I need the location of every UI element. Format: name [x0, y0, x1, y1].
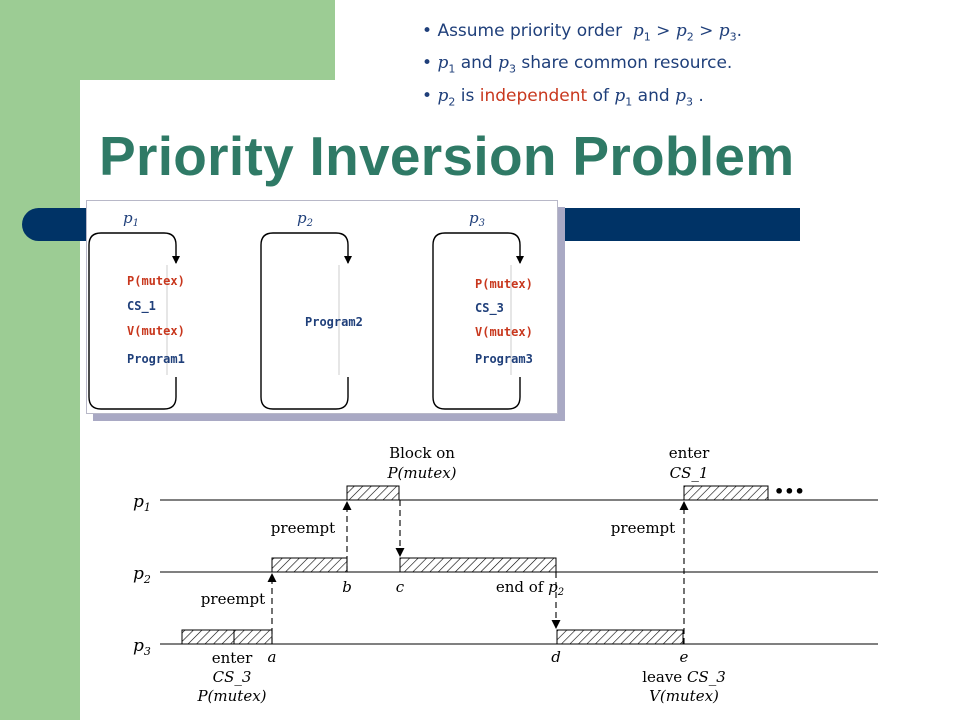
bullet-text: is [455, 85, 480, 106]
var-p: p [498, 53, 510, 74]
p3-name: p [469, 209, 479, 227]
row-p2-name: p [133, 564, 144, 584]
bullet-independent: • p2 is independent of p1 and p3 . [422, 85, 704, 109]
highlight-independent: independent [479, 85, 588, 106]
gt-sign: > [693, 21, 719, 41]
var-sub: 2 [448, 95, 456, 109]
p2-exec-block-1 [271, 557, 348, 573]
var-p: p [632, 21, 644, 41]
p2-exec-block-2 [399, 557, 557, 573]
label-block-on: Block on [389, 444, 455, 462]
var-sub: 3 [685, 95, 693, 109]
label-enter-cs3-b: CS_3 [213, 668, 252, 686]
period: . [692, 85, 704, 106]
label-end-of-p: p [548, 578, 558, 596]
label-preempt-b: preempt [271, 519, 335, 537]
p3-v-mutex: V(mutex) [475, 325, 533, 339]
p2-loop-arrow [260, 232, 352, 410]
var-sub: 3 [729, 30, 737, 44]
bullet-priority-order: • Assume priority order p1 > p2 > p3. [422, 21, 743, 44]
p1-loop-arrow [88, 232, 180, 410]
var-p: p [675, 21, 687, 41]
p1-p-mutex: P(mutex) [127, 274, 185, 288]
label-block-p-mutex: P(mutex) [386, 464, 456, 482]
row-p1-sub: 1 [144, 501, 151, 514]
row-label-p1: p1 [133, 492, 151, 514]
p1-label: p1 [123, 209, 139, 229]
bullet-text: and [632, 85, 676, 106]
label-b: b [342, 578, 352, 596]
p2-label: p2 [297, 209, 313, 229]
label-e: e [680, 648, 689, 666]
label-end-of-p2: end of p2 [496, 578, 564, 598]
row-p3-sub: 3 [144, 645, 151, 658]
label-end-of-sub: 2 [557, 587, 564, 598]
p3-exec-block-2 [233, 629, 273, 645]
row-label-p3: p3 [133, 636, 151, 658]
p1-name: p [123, 209, 133, 227]
top-green-tab [0, 0, 335, 80]
var-sub: 2 [686, 30, 694, 44]
label-preempt-a: preempt [201, 590, 265, 608]
p1-exec-block-2 [683, 485, 769, 501]
p1-program1: Program1 [127, 352, 185, 366]
label-c: c [396, 578, 405, 596]
bullet-text: share common resource. [516, 53, 733, 74]
bullet-text: Assume priority order [437, 21, 623, 41]
var-p: p [614, 85, 626, 106]
label-preempt-e: preempt [611, 519, 675, 537]
var-sub: 1 [448, 62, 456, 76]
bullet-text: of [587, 85, 615, 106]
left-green-bar [0, 0, 80, 720]
label-d: d [551, 648, 561, 666]
bullet-text: and [455, 53, 499, 74]
p3-cs3: CS_3 [475, 301, 504, 316]
process-code-panel: p1 p2 p3 P(mutex) CS_1 V(mutex) Program1… [86, 200, 558, 414]
var-sub: 3 [509, 62, 517, 76]
var-p: p [718, 21, 730, 41]
var-p: p [437, 85, 449, 106]
row-p1-name: p [133, 492, 144, 512]
label-end-of-text: end of [496, 578, 545, 596]
row-label-p2: p2 [133, 564, 151, 586]
p3-sub: 3 [479, 218, 485, 229]
process-code-svg: p1 p2 p3 P(mutex) CS_1 V(mutex) Program1… [88, 209, 533, 410]
p1-sub: 1 [133, 218, 139, 229]
label-leave-v-mutex: V(mutex) [649, 687, 719, 705]
var-p: p [437, 53, 449, 74]
label-enter-cs1-a: enter [669, 444, 710, 462]
period: . [736, 21, 743, 41]
continuation-dots: ••• [774, 482, 805, 501]
p3-program3: Program3 [475, 352, 533, 366]
p3-exec-block-3 [556, 629, 684, 645]
p1-cs1: CS_1 [127, 299, 156, 314]
p2-sub: 2 [306, 218, 313, 229]
p1-exec-block-1 [346, 485, 400, 501]
p3-loop-arrow [432, 232, 524, 410]
var-p: p [675, 85, 686, 106]
row-p2-sub: 2 [143, 573, 151, 586]
assumptions-list: • Assume priority order p1 > p2 > p3. • … [422, 18, 742, 115]
row-p3-name: p [133, 636, 144, 656]
label-enter-cs3-a: enter [212, 649, 253, 667]
page-title: Priority Inversion Problem [99, 125, 795, 187]
label-enter-cs1-b: CS_1 [670, 464, 709, 482]
var-sub: 1 [643, 30, 651, 44]
content-corner [80, 80, 200, 200]
label-leave-cs3: leave CS_3 [642, 668, 726, 686]
p3-exec-block-1 [181, 629, 235, 645]
p3-label: p3 [469, 209, 485, 229]
bullet-shared-resource: • p1 and p3 share common resource. [422, 53, 733, 76]
p2-program2: Program2 [305, 315, 363, 329]
p2-name: p [297, 209, 307, 227]
p3-p-mutex: P(mutex) [475, 277, 533, 291]
label-leave-cs3-text: CS_3 [687, 668, 726, 686]
label-enter-cs3-c: P(mutex) [196, 687, 266, 705]
gt-sign: > [650, 21, 676, 41]
label-leave-text: leave [642, 668, 682, 686]
var-sub: 1 [625, 95, 633, 109]
label-a: a [268, 648, 277, 666]
p1-v-mutex: V(mutex) [127, 324, 185, 338]
